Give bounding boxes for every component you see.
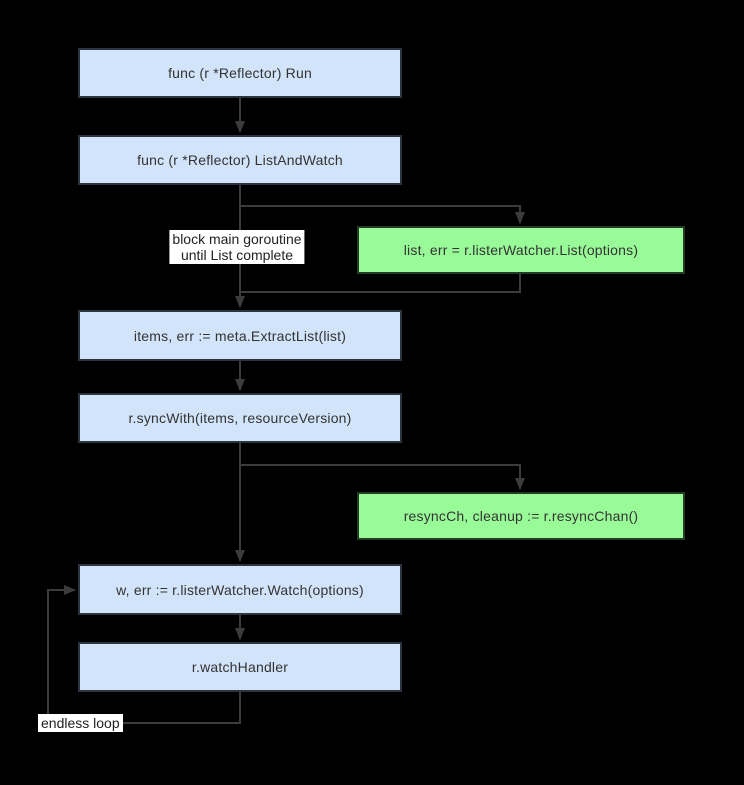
node-listerwatcher-watch: w, err := r.listerWatcher.Watch(options) xyxy=(78,564,402,615)
node-resync-chan: resyncCh, cleanup := r.resyncChan() xyxy=(357,492,685,540)
annotation-block-line1: block main goroutine xyxy=(172,231,302,247)
node-list-and-watch-label: func (r *Reflector) ListAndWatch xyxy=(137,152,343,168)
annotation-endless-loop: endless loop xyxy=(38,714,123,732)
node-listerwatcher-watch-label: w, err := r.listerWatcher.Watch(options) xyxy=(116,581,364,598)
annotation-block-line2: until List complete xyxy=(180,247,294,263)
node-reflector-run: func (r *Reflector) Run xyxy=(78,48,402,98)
node-sync-with: r.syncWith(items, resourceVersion) xyxy=(78,393,402,443)
edge-listandwatch-to-listcall xyxy=(240,205,525,224)
node-watch-handler: r.watchHandler xyxy=(78,642,402,692)
node-sync-with-label: r.syncWith(items, resourceVersion) xyxy=(128,410,352,426)
annotation-endless-loop-label: endless loop xyxy=(41,715,120,731)
node-listerwatcher-list-label: list, err = r.listerWatcher.List(options… xyxy=(403,242,639,258)
node-meta-extract-list: items, err := meta.ExtractList(list) xyxy=(78,310,402,361)
node-meta-extract-list-label: items, err := meta.ExtractList(list) xyxy=(133,327,347,344)
node-list-and-watch: func (r *Reflector) ListAndWatch xyxy=(78,135,402,185)
edge-syncwith-to-resyncchan xyxy=(240,464,525,490)
annotation-block-main-goroutine: block main goroutine until List complete xyxy=(169,230,305,264)
edge-listcall-return xyxy=(241,274,521,293)
node-watch-handler-label: r.watchHandler xyxy=(191,659,289,675)
node-resync-chan-label: resyncCh, cleanup := r.resyncChan() xyxy=(403,508,639,524)
node-reflector-run-label: func (r *Reflector) Run xyxy=(168,65,312,81)
node-listerwatcher-list: list, err = r.listerWatcher.List(options… xyxy=(357,226,685,274)
